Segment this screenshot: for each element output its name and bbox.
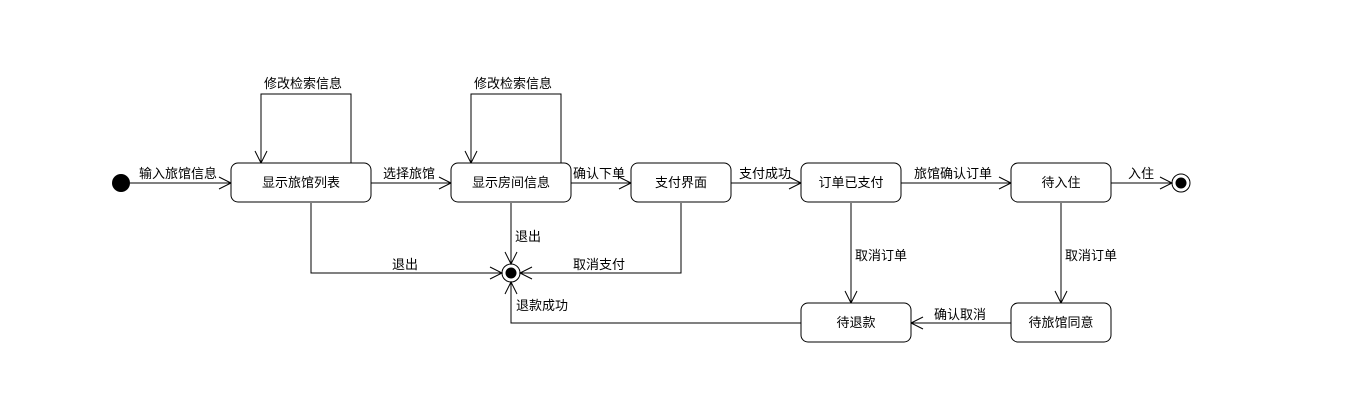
edge-label-pay-success: 支付成功 [739, 167, 791, 182]
state-awaiting-refund: 待退款 [800, 302, 912, 343]
arrowhead [518, 266, 533, 280]
edge-label-cancel-order-1: 取消订单 [855, 249, 907, 264]
edge-label-input-hotel-info: 输入旅馆信息 [139, 166, 217, 182]
state-label: 待退款 [836, 316, 875, 331]
edge-refund-success [510, 282, 801, 324]
edge-label-exit-from-room: 退出 [515, 230, 541, 245]
edge-label-modify-search-2: 修改检索信息 [474, 76, 552, 92]
edge-label-check-in: 入住 [1128, 167, 1154, 182]
edge-label-confirm-order: 确认下单 [573, 167, 625, 182]
edge-label-select-hotel: 选择旅馆 [383, 167, 435, 182]
state-awaiting-hotel-approval: 待旅馆同意 [1010, 302, 1112, 343]
edge-label-confirm-cancel: 确认取消 [934, 308, 986, 323]
arrowhead [489, 266, 504, 280]
final-state-right [1171, 173, 1191, 193]
edge-label-modify-search-1: 修改检索信息 [264, 76, 342, 92]
edge-modify-search-2 [470, 93, 562, 163]
edge-cancel-payment [520, 203, 682, 274]
arrowhead [504, 251, 518, 266]
state-order-paid: 订单已支付 [800, 162, 902, 203]
edge-label-cancel-order-2: 取消订单 [1065, 249, 1117, 264]
state-hotel-list: 显示旅馆列表 [230, 162, 372, 203]
edge-label-refund-success: 退款成功 [516, 299, 568, 314]
state-room-info: 显示房间信息 [450, 162, 572, 203]
state-awaiting-checkin: 待入住 [1010, 162, 1112, 203]
initial-state [112, 174, 130, 192]
state-label: 订单已支付 [818, 176, 883, 191]
edge-label-hotel-confirm-order: 旅馆确认订单 [914, 167, 992, 182]
arrowhead [1159, 176, 1174, 190]
state-label: 显示旅馆列表 [262, 176, 340, 191]
state-payment: 支付界面 [630, 162, 732, 203]
state-label: 待旅馆同意 [1028, 315, 1093, 331]
edge-exit-from-list [310, 203, 502, 274]
state-label: 待入住 [1041, 176, 1080, 191]
edge-modify-search-1 [260, 93, 352, 163]
arrowhead [504, 280, 518, 295]
state-label: 支付界面 [655, 176, 707, 191]
final-state-center [501, 263, 521, 283]
edge-label-exit-from-list: 退出 [392, 258, 418, 273]
state-label: 显示房间信息 [472, 175, 550, 191]
edge-label-cancel-payment: 取消支付 [573, 258, 625, 273]
